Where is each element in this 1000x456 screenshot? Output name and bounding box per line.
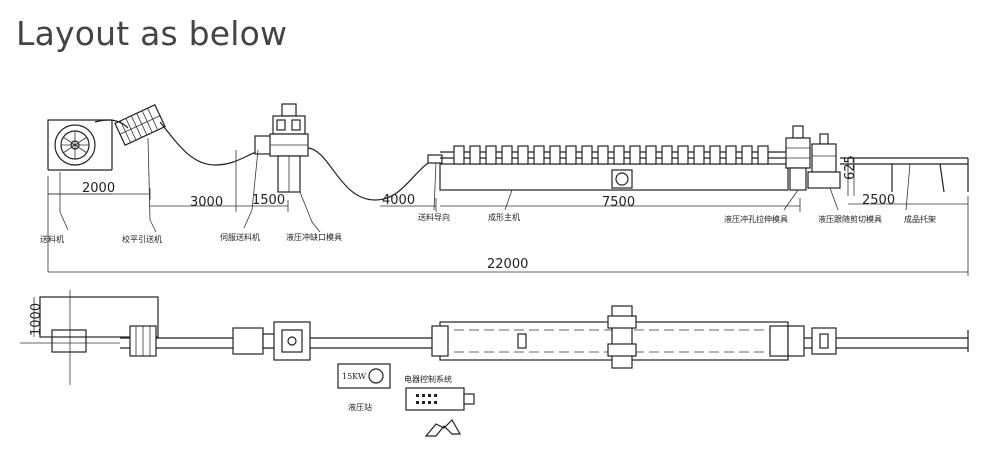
side-elevation: 2000 3000 1500 4000 7500 625 2500 22000 … <box>40 103 969 276</box>
label-cut-die: 液压跟随剪切模具 <box>818 214 882 224</box>
plan-view: 1000 15KW <box>20 290 969 437</box>
control-system: 电器控制系统 <box>404 374 475 437</box>
dimension-lines <box>47 150 969 276</box>
label-feed-guide: 送料导向 <box>418 212 450 222</box>
label-leveler: 校平引送机 <box>122 234 162 244</box>
notch-die <box>269 103 321 233</box>
forming-stands <box>453 145 769 165</box>
main-forming-machine <box>439 145 789 211</box>
product-rack <box>840 157 969 211</box>
control-panel-buttons <box>416 394 437 404</box>
punch-die <box>783 125 811 211</box>
label-main-forming: 成形主机 <box>488 212 520 222</box>
dim-2500: 2500 <box>862 193 895 208</box>
dim-2000: 2000 <box>82 181 115 196</box>
dim-3000: 3000 <box>190 195 223 210</box>
control-pendant <box>424 419 462 437</box>
cut-die <box>807 133 841 211</box>
feed-guide <box>427 154 443 211</box>
decoiler <box>47 119 113 231</box>
page-heading: Layout as below <box>16 14 288 53</box>
label-product-rack: 成品托架 <box>904 214 936 224</box>
dim-1000: 1000 <box>29 303 44 336</box>
label-servo-feeder: 伺服送料机 <box>220 232 260 242</box>
label-control-system: 电器控制系统 <box>404 374 452 384</box>
dim-4000: 4000 <box>382 193 415 208</box>
label-decoiler: 送料机 <box>40 234 64 244</box>
dim-22000: 22000 <box>487 257 528 272</box>
label-notch-die: 液压冲缺口模具 <box>286 232 342 242</box>
hydraulic-station: 15KW 液压站 <box>337 363 391 412</box>
leveler <box>114 104 166 146</box>
plan-decoiler <box>20 290 159 385</box>
dim-1500: 1500 <box>252 193 285 208</box>
servo-feeder <box>243 135 274 229</box>
dim-7500: 7500 <box>602 195 635 210</box>
label-hydraulic-station: 液压站 <box>348 402 372 412</box>
dim-625: 625 <box>843 155 858 180</box>
label-pump-rating: 15KW <box>342 372 367 381</box>
label-punch-die: 液压冲孔拉伸模具 <box>724 214 788 224</box>
